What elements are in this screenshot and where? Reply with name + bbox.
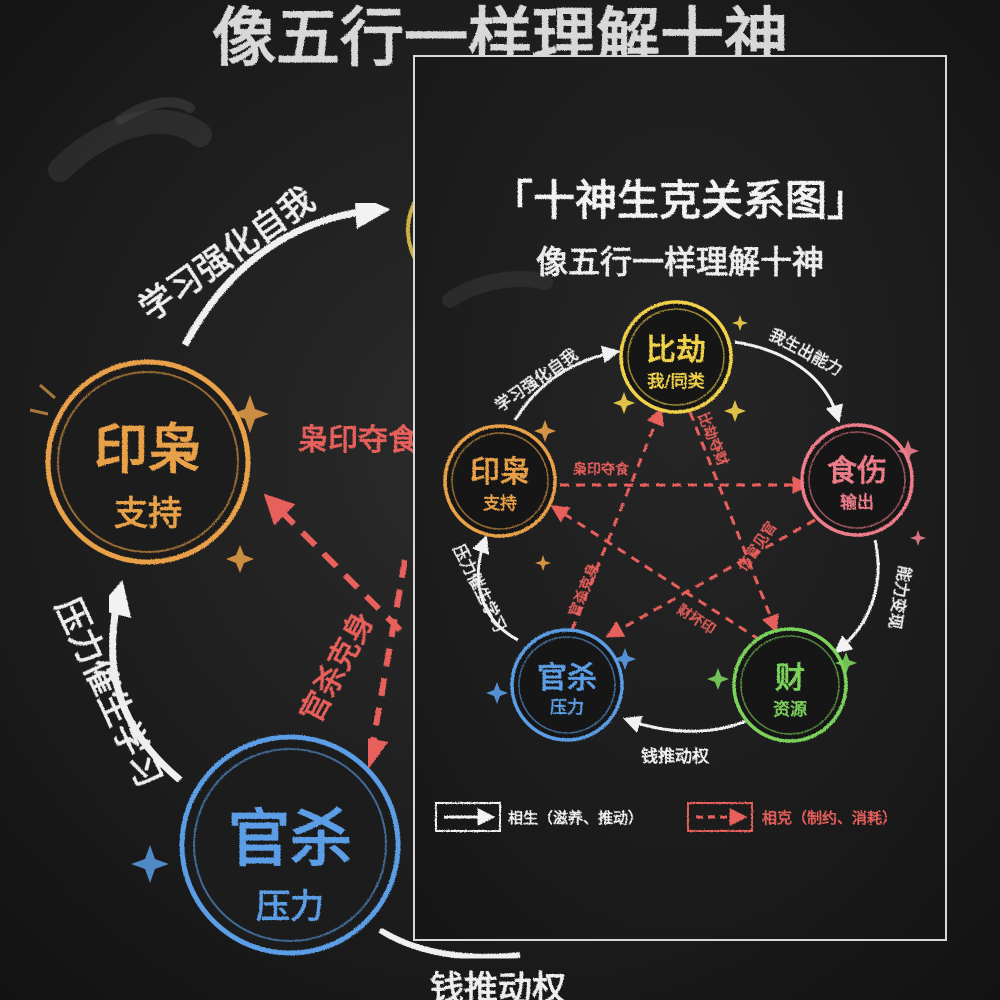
- control-label-4: 枭印夺食: [572, 461, 630, 478]
- node-shishang: 食伤 输出: [800, 423, 914, 537]
- generate-arrow-bijie-shishang: [734, 340, 843, 424]
- legend-control-swatch: [687, 802, 753, 832]
- node-guansha-sub: 压力: [550, 697, 584, 718]
- node-yinxiao-name: 印枭: [470, 455, 530, 490]
- background-node-yinxiao-sub: 支持: [114, 494, 182, 534]
- generate-arrow-guansha-yinxiao: [472, 534, 519, 642]
- legend-control-label: 相克（制约、消耗）: [762, 809, 897, 827]
- node-cai-sub: 资源: [773, 699, 807, 720]
- generate-arrow-cai-guansha: [622, 715, 749, 733]
- generate-label-2: 钱推动权: [641, 746, 710, 767]
- control-arrows: [550, 406, 816, 642]
- node-guansha: 官杀 压力: [510, 628, 624, 742]
- background-edge-money: 钱推动权: [430, 969, 566, 1000]
- card-subtitle: 像五行一样理解十神: [536, 243, 824, 281]
- legend-generate-label: 相生（滋养、推动）: [508, 809, 643, 827]
- node-bijie: 比劫 我/同类: [619, 300, 733, 414]
- legend: 相生（滋养、推动） 相克（制约、消耗）: [435, 802, 897, 832]
- node-shishang-sub: 输出: [840, 492, 874, 513]
- control-arrow-cai-yinxiao: [550, 505, 761, 642]
- background-node-yinxiao: 印枭 支持: [45, 359, 251, 565]
- background-node-guansha: 官杀 压力: [179, 734, 401, 956]
- card-title: 「十神生克关系图」: [491, 176, 869, 225]
- node-guansha-name: 官杀: [537, 661, 597, 696]
- node-cai-name: 财: [775, 661, 805, 696]
- node-bijie-name: 比劫: [646, 333, 706, 368]
- generate-arrow-yinxiao-bijie: [513, 345, 621, 421]
- control-arrow-bijie-cai: [688, 411, 779, 634]
- node-yinxiao: 印枭 支持: [443, 424, 557, 538]
- generate-arrow-shishang-cai: [833, 539, 880, 654]
- sparkle-decorations: [486, 315, 926, 704]
- background-node-guansha-name: 官杀: [228, 802, 352, 875]
- diagram-card: 「十神生克关系图」 像五行一样理解十神 我生出能力 能力变现 钱推动权 压力催生…: [413, 55, 947, 941]
- legend-generate-swatch: [435, 802, 501, 832]
- node-yinxiao-sub: 支持: [483, 493, 517, 514]
- generate-arrows: [472, 340, 880, 733]
- node-shishang-name: 食伤: [827, 454, 887, 489]
- node-bijie-sub: 我/同类: [647, 371, 705, 392]
- node-cai: 财 资源: [732, 627, 848, 743]
- background-edge-xiao: 枭印夺食: [298, 423, 419, 458]
- background-node-guansha-sub: 压力: [256, 887, 324, 927]
- control-arrow-shishang-guansha: [605, 518, 816, 638]
- background-node-yinxiao-name: 印枭: [94, 418, 202, 481]
- control-arrow-guansha-bijie: [570, 406, 664, 631]
